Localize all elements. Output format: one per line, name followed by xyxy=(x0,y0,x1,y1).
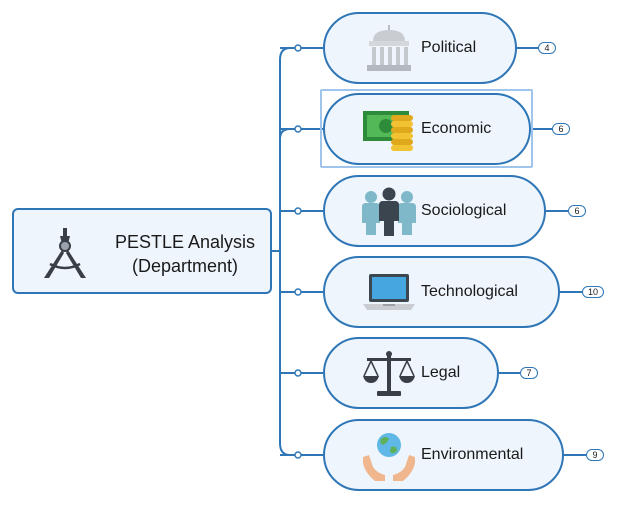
topic-label: Environmental xyxy=(421,446,524,463)
topic-sociological[interactable]: Sociological xyxy=(323,175,546,247)
connector-dot xyxy=(294,288,302,296)
central-topic[interactable]: PESTLE Analysis (Department) xyxy=(12,208,272,294)
topic-legal[interactable]: Legal xyxy=(323,337,499,409)
people-group-icon xyxy=(362,187,416,236)
child-count-badge[interactable]: 10 xyxy=(582,286,605,298)
child-count-badge[interactable]: 6 xyxy=(552,123,570,135)
connector-dot xyxy=(294,207,302,215)
drafting-compass-icon xyxy=(44,228,86,278)
globe-hands-icon xyxy=(363,433,415,481)
central-topic-label: PESTLE Analysis (Department) xyxy=(110,230,260,278)
child-count-badge[interactable]: 6 xyxy=(568,205,586,217)
child-count-badge[interactable]: 4 xyxy=(538,42,556,54)
laptop-icon xyxy=(363,274,415,310)
child-count-badge[interactable]: 7 xyxy=(520,367,538,379)
topic-label: Legal xyxy=(421,364,461,381)
spine-connector xyxy=(279,47,291,456)
child-count-badge[interactable]: 9 xyxy=(586,449,604,461)
topic-label: Economic xyxy=(421,120,492,137)
topic-label: Technological xyxy=(421,283,518,300)
connector-dot xyxy=(294,125,302,133)
topic-environmental[interactable]: Environmental xyxy=(323,419,564,491)
central-title-line-2: (Department) xyxy=(131,256,239,276)
connector-dot xyxy=(294,369,302,377)
money-coins-icon xyxy=(363,111,413,151)
central-title-line-1: PESTLE Analysis xyxy=(114,232,256,252)
connector-dot xyxy=(294,451,302,459)
branch-economic xyxy=(279,128,323,140)
selection-frame xyxy=(320,89,533,168)
government-building-icon xyxy=(367,25,411,71)
topic-technological[interactable]: Technological xyxy=(323,256,560,328)
topic-label: Political xyxy=(421,39,477,56)
topic-political[interactable]: Political xyxy=(323,12,517,84)
scales-icon xyxy=(363,351,415,396)
connector-dot xyxy=(294,44,302,52)
topic-economic[interactable]: Economic xyxy=(323,93,531,165)
topic-label: Sociological xyxy=(421,202,507,219)
